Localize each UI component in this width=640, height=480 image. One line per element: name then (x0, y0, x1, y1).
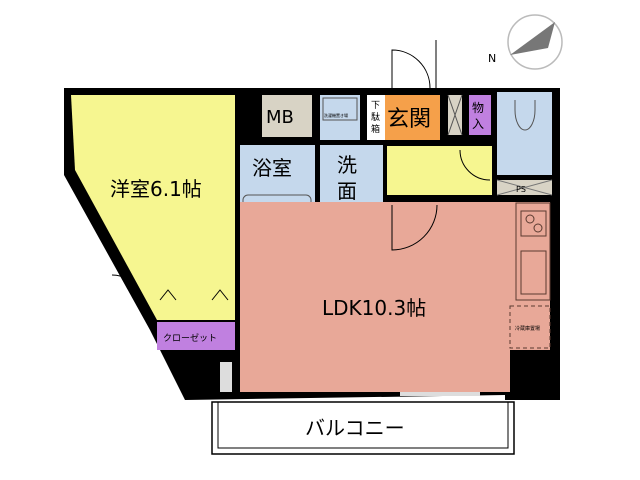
ldk-door[interactable] (391, 204, 438, 251)
label-bath: 浴室 (252, 156, 292, 180)
closet-doors (159, 289, 229, 301)
label-shoe-box-3: 箱 (371, 123, 380, 135)
room-toilet (497, 92, 552, 175)
room-entrance (385, 95, 440, 140)
room-ldk (240, 202, 550, 392)
label-fridge-space: 冷蔵庫置場 (515, 325, 540, 332)
label-washroom-2: 面 (337, 179, 357, 203)
room-storage (469, 95, 491, 135)
door-swing (111, 274, 143, 306)
room-hall (387, 146, 492, 195)
washer-space (320, 95, 360, 140)
label-western-room: 洋室6.1帖 (110, 177, 202, 201)
balcony (211, 401, 515, 455)
label-mb: MB (266, 107, 294, 128)
room-western (71, 95, 235, 320)
label-ps: PS (516, 185, 526, 194)
stove-icon (520, 210, 547, 237)
label-shoe-box-2: 駄 (371, 111, 380, 123)
sink-kitchen (520, 250, 547, 295)
room-mb (262, 95, 312, 137)
label-ldk: LDK10.3帖 (322, 296, 426, 320)
front-door[interactable] (391, 40, 437, 89)
wall-niche (220, 362, 232, 392)
toilet-icon (514, 100, 536, 131)
shoe-box (367, 95, 385, 140)
label-washer-space: 洗濯機置き場 (324, 112, 348, 118)
label-closet: クローゼット (163, 332, 217, 344)
toilet-door[interactable] (459, 149, 491, 181)
kitchen-counter (515, 202, 551, 301)
fridge-space (509, 305, 551, 349)
compass-icon (507, 14, 563, 70)
label-balcony: バルコニー (305, 416, 405, 440)
room-closet (157, 322, 235, 350)
compass-north-label: N (488, 52, 496, 65)
label-shoe-box-1: 下 (371, 101, 380, 111)
label-storage-2: 入 (472, 117, 484, 131)
label-storage-1: 物 (472, 101, 484, 115)
label-entrance: 玄関 (387, 107, 431, 132)
label-washroom-1: 洗 (337, 153, 357, 177)
